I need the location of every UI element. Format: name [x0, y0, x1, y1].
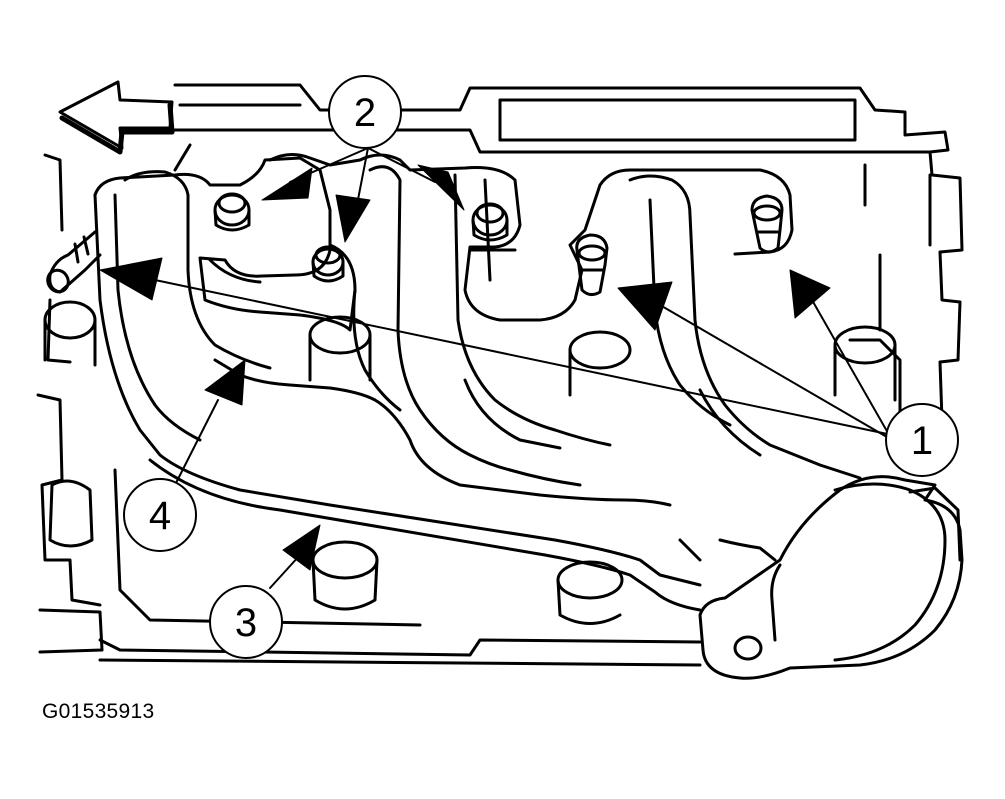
front-arrow-icon — [58, 80, 175, 155]
callout-4-label: 4 — [149, 494, 171, 538]
bolt-icon — [311, 245, 345, 283]
stud-icon — [750, 194, 784, 254]
cylinder-head — [36, 83, 964, 667]
callout-2-label: 2 — [354, 91, 376, 135]
callout-1: 1 — [885, 403, 959, 477]
callout-2: 2 — [328, 75, 402, 149]
callout-1-label: 1 — [911, 419, 933, 463]
callout-4: 4 — [123, 478, 197, 552]
bolt-icon — [213, 192, 251, 232]
callout-3: 3 — [209, 585, 283, 659]
outlet-flange — [698, 475, 964, 680]
cylinder-bores — [43, 300, 897, 625]
callout-3-label: 3 — [235, 601, 257, 645]
stud-icon — [46, 230, 102, 294]
stud-icon — [575, 233, 609, 297]
bolt-icon — [471, 202, 509, 242]
callout-leaders — [154, 147, 893, 589]
manifold-runners — [93, 165, 862, 612]
callout-arrowheads — [99, 164, 831, 571]
figure-code: G01535913 — [42, 700, 155, 723]
